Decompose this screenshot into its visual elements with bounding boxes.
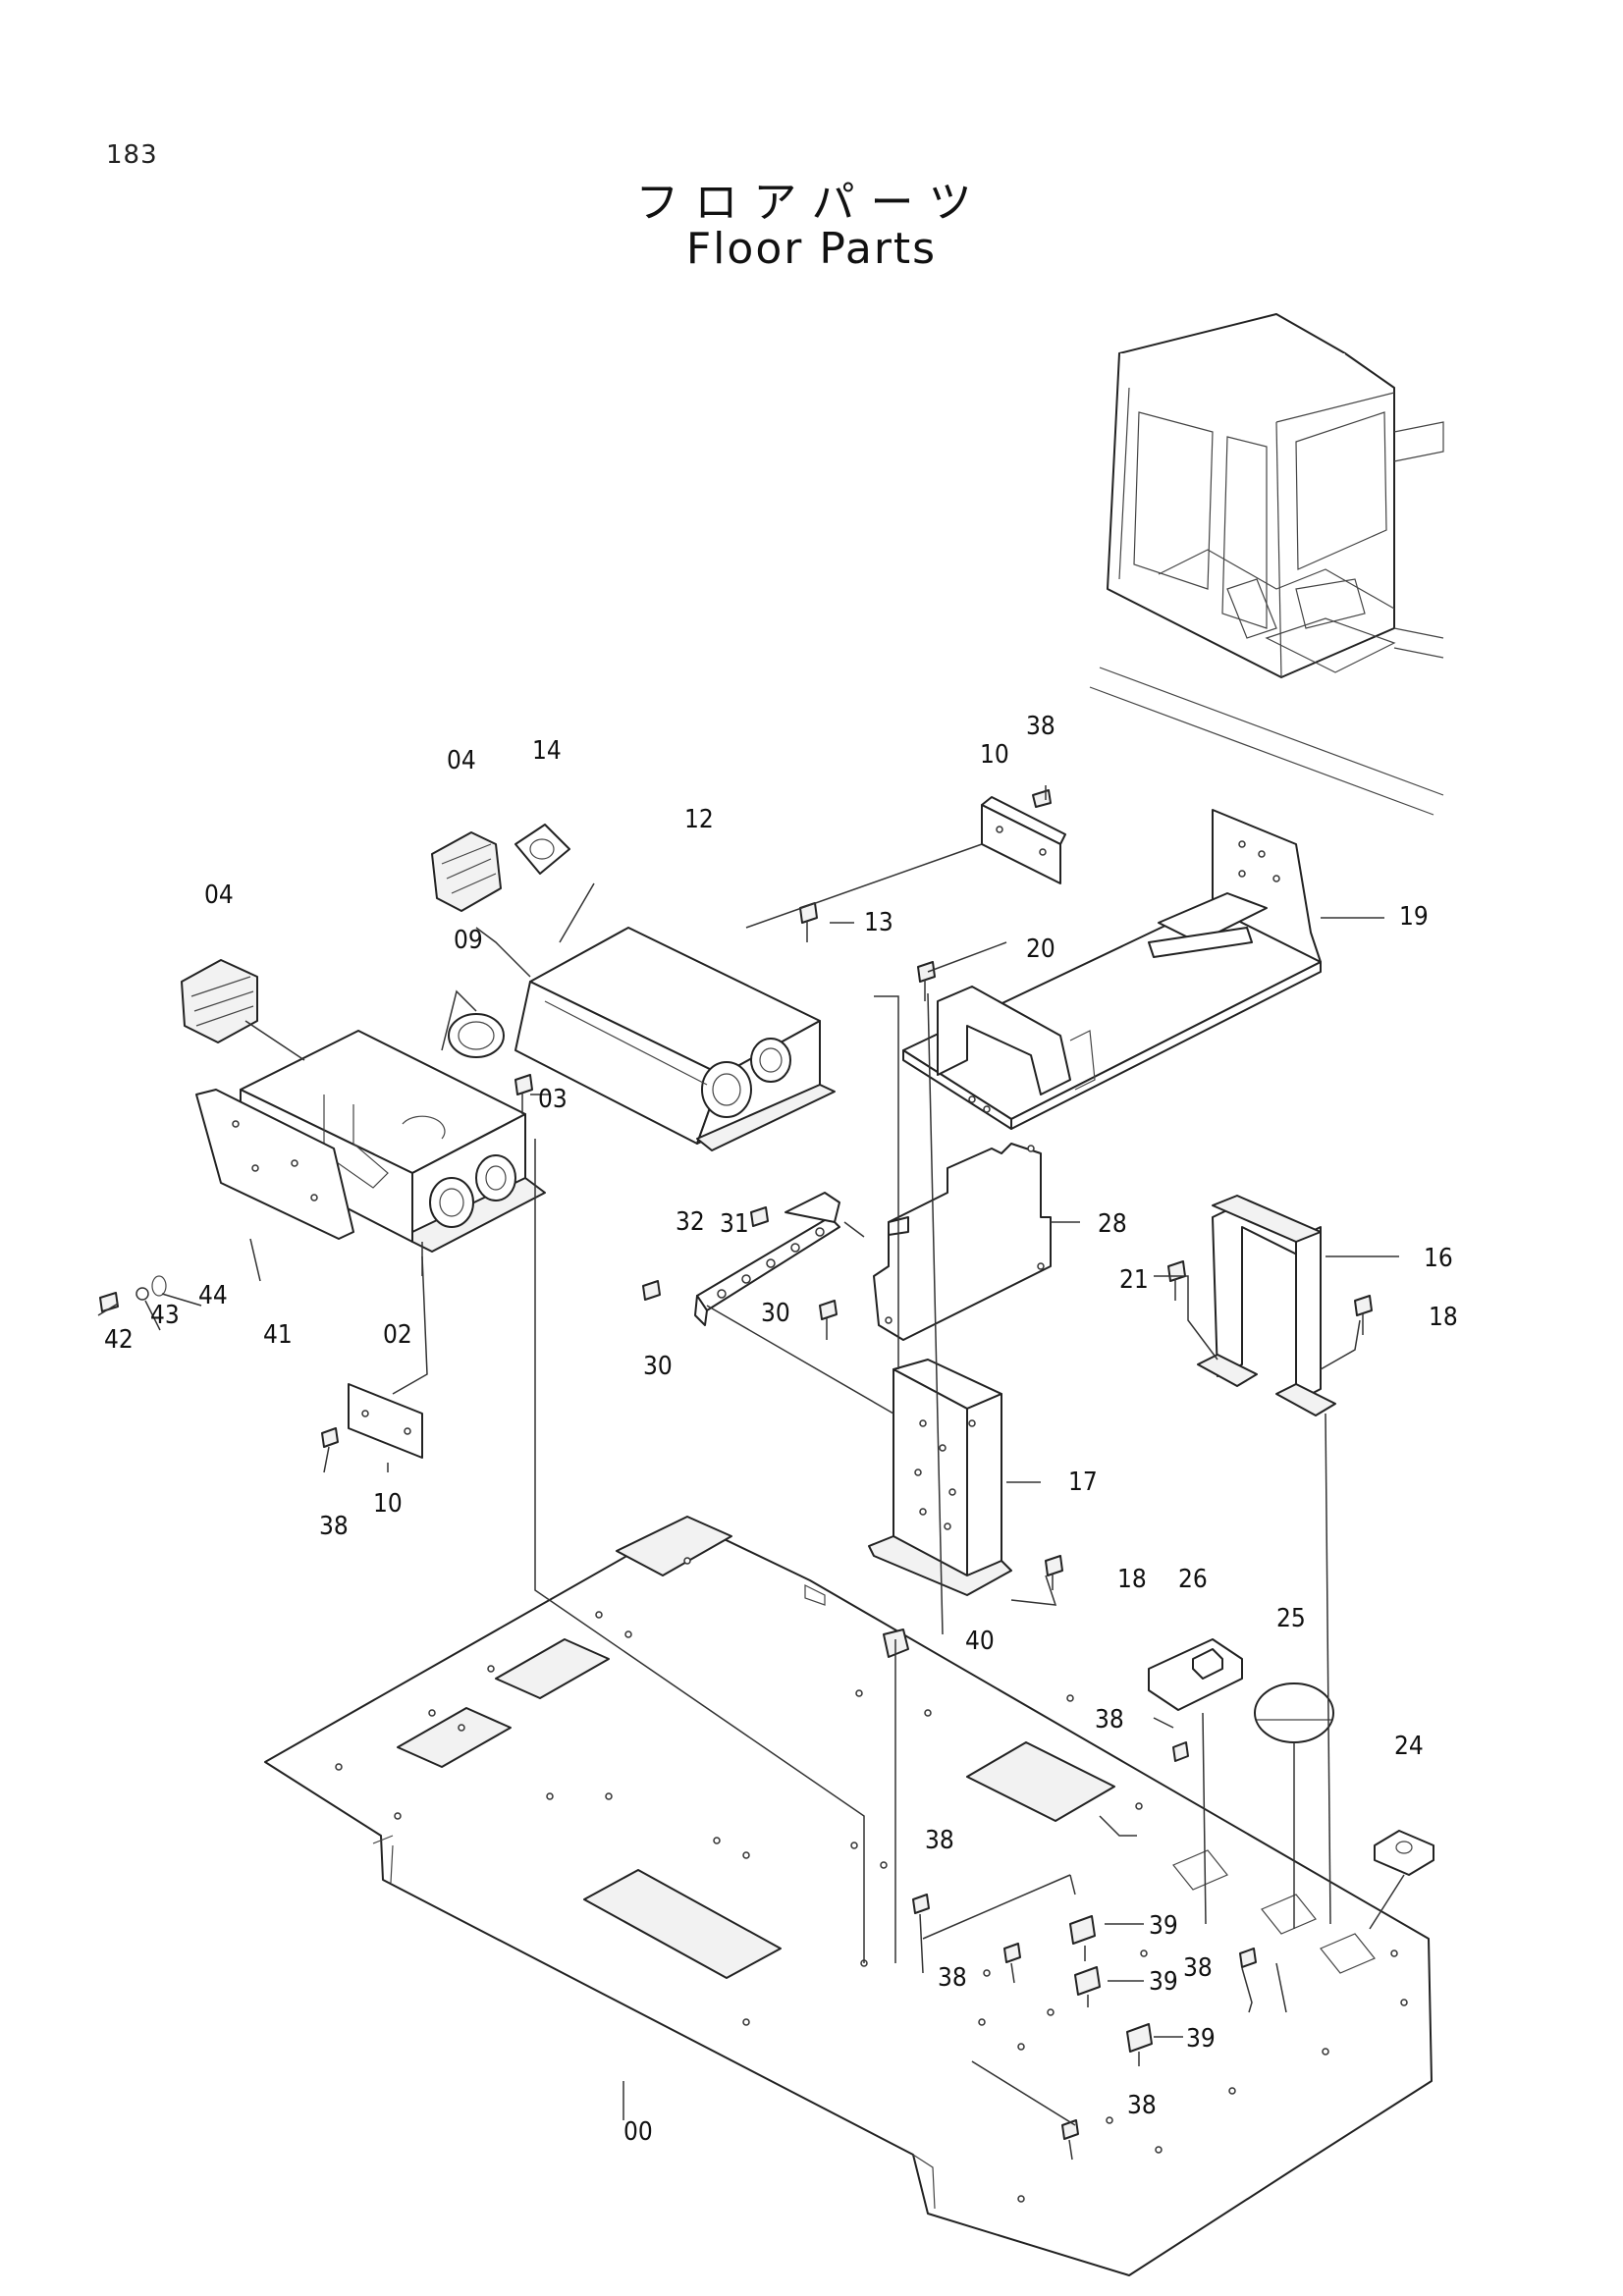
callout-39-c: 39 xyxy=(1186,2024,1216,2054)
callout-38-mid: 38 xyxy=(1095,1705,1124,1735)
panel-41 xyxy=(195,1089,354,1240)
callout-18-lower: 18 xyxy=(1117,1565,1147,1594)
title-japanese: フロアパーツ xyxy=(635,178,988,228)
callout-20: 20 xyxy=(1026,934,1055,964)
callout-39-b: 39 xyxy=(1149,1967,1178,1997)
callout-00: 00 xyxy=(623,2117,653,2147)
callout-26: 26 xyxy=(1178,1565,1208,1594)
floor-plate xyxy=(264,1516,1433,2276)
title-english: Floor Parts xyxy=(685,224,938,274)
bracket-28 xyxy=(873,1143,1052,1341)
callout-43: 43 xyxy=(150,1301,180,1330)
callout-41: 41 xyxy=(263,1320,293,1350)
callout-09: 09 xyxy=(454,926,483,955)
callout-28: 28 xyxy=(1098,1209,1127,1239)
stand-16 xyxy=(1197,1195,1336,1416)
grommet-24 xyxy=(1374,1830,1434,1876)
callout-04-upper: 04 xyxy=(447,746,476,775)
cab-overview-inset xyxy=(1089,313,1444,816)
page-number: 183 xyxy=(106,140,158,170)
callout-17: 17 xyxy=(1068,1468,1098,1497)
callout-39-a: 39 xyxy=(1149,1911,1178,1941)
callout-18-right: 18 xyxy=(1429,1303,1458,1332)
callout-14: 14 xyxy=(532,736,562,766)
callout-24: 24 xyxy=(1394,1732,1424,1761)
callout-38-b: 38 xyxy=(938,1963,967,1993)
callout-labels: 00 02 03 04 04 09 10 10 12 13 14 16 17 1… xyxy=(104,712,1458,2147)
callout-19: 19 xyxy=(1399,902,1429,932)
pedal-pad-25 xyxy=(1254,1682,1334,1743)
seal-09 xyxy=(448,1013,505,1058)
callout-16: 16 xyxy=(1424,1244,1453,1273)
callout-38-left: 38 xyxy=(319,1512,349,1541)
callout-12: 12 xyxy=(684,805,714,834)
callout-30-left: 30 xyxy=(643,1352,673,1381)
callout-25: 25 xyxy=(1276,1604,1306,1633)
filter-04-upper xyxy=(431,831,502,912)
callout-03: 03 xyxy=(538,1085,568,1114)
cover-plate-10-upper xyxy=(981,796,1066,884)
terminal-strip-31 xyxy=(694,1192,840,1326)
frame-19 xyxy=(902,809,1322,1130)
callout-44: 44 xyxy=(198,1281,228,1310)
callout-42: 42 xyxy=(104,1325,134,1355)
callout-02: 02 xyxy=(383,1320,412,1350)
leader-lines xyxy=(97,785,1405,2161)
filter-04-left xyxy=(181,959,258,1043)
pedal-pad-26 xyxy=(1148,1638,1243,1711)
callout-32: 32 xyxy=(676,1207,705,1237)
callout-30-center: 30 xyxy=(761,1299,790,1328)
cover-plate-10-lower xyxy=(348,1383,423,1459)
bolts xyxy=(99,789,1373,2140)
heater-12 xyxy=(514,927,836,1151)
callout-38-c: 38 xyxy=(1183,1953,1213,1983)
callout-21: 21 xyxy=(1119,1265,1149,1295)
callout-38-d: 38 xyxy=(1127,2091,1157,2120)
callout-13: 13 xyxy=(864,908,893,937)
callout-10-lower: 10 xyxy=(373,1489,403,1519)
callout-31: 31 xyxy=(720,1209,749,1239)
callout-38-top: 38 xyxy=(1026,712,1055,741)
floor-holes xyxy=(335,1557,1408,2203)
grommet-14 xyxy=(514,824,570,875)
callout-40: 40 xyxy=(965,1627,995,1656)
callout-04-left: 04 xyxy=(204,881,234,910)
callout-10-upper: 10 xyxy=(980,740,1009,770)
post-17 xyxy=(868,1359,1012,1596)
callout-38-a: 38 xyxy=(925,1826,954,1855)
